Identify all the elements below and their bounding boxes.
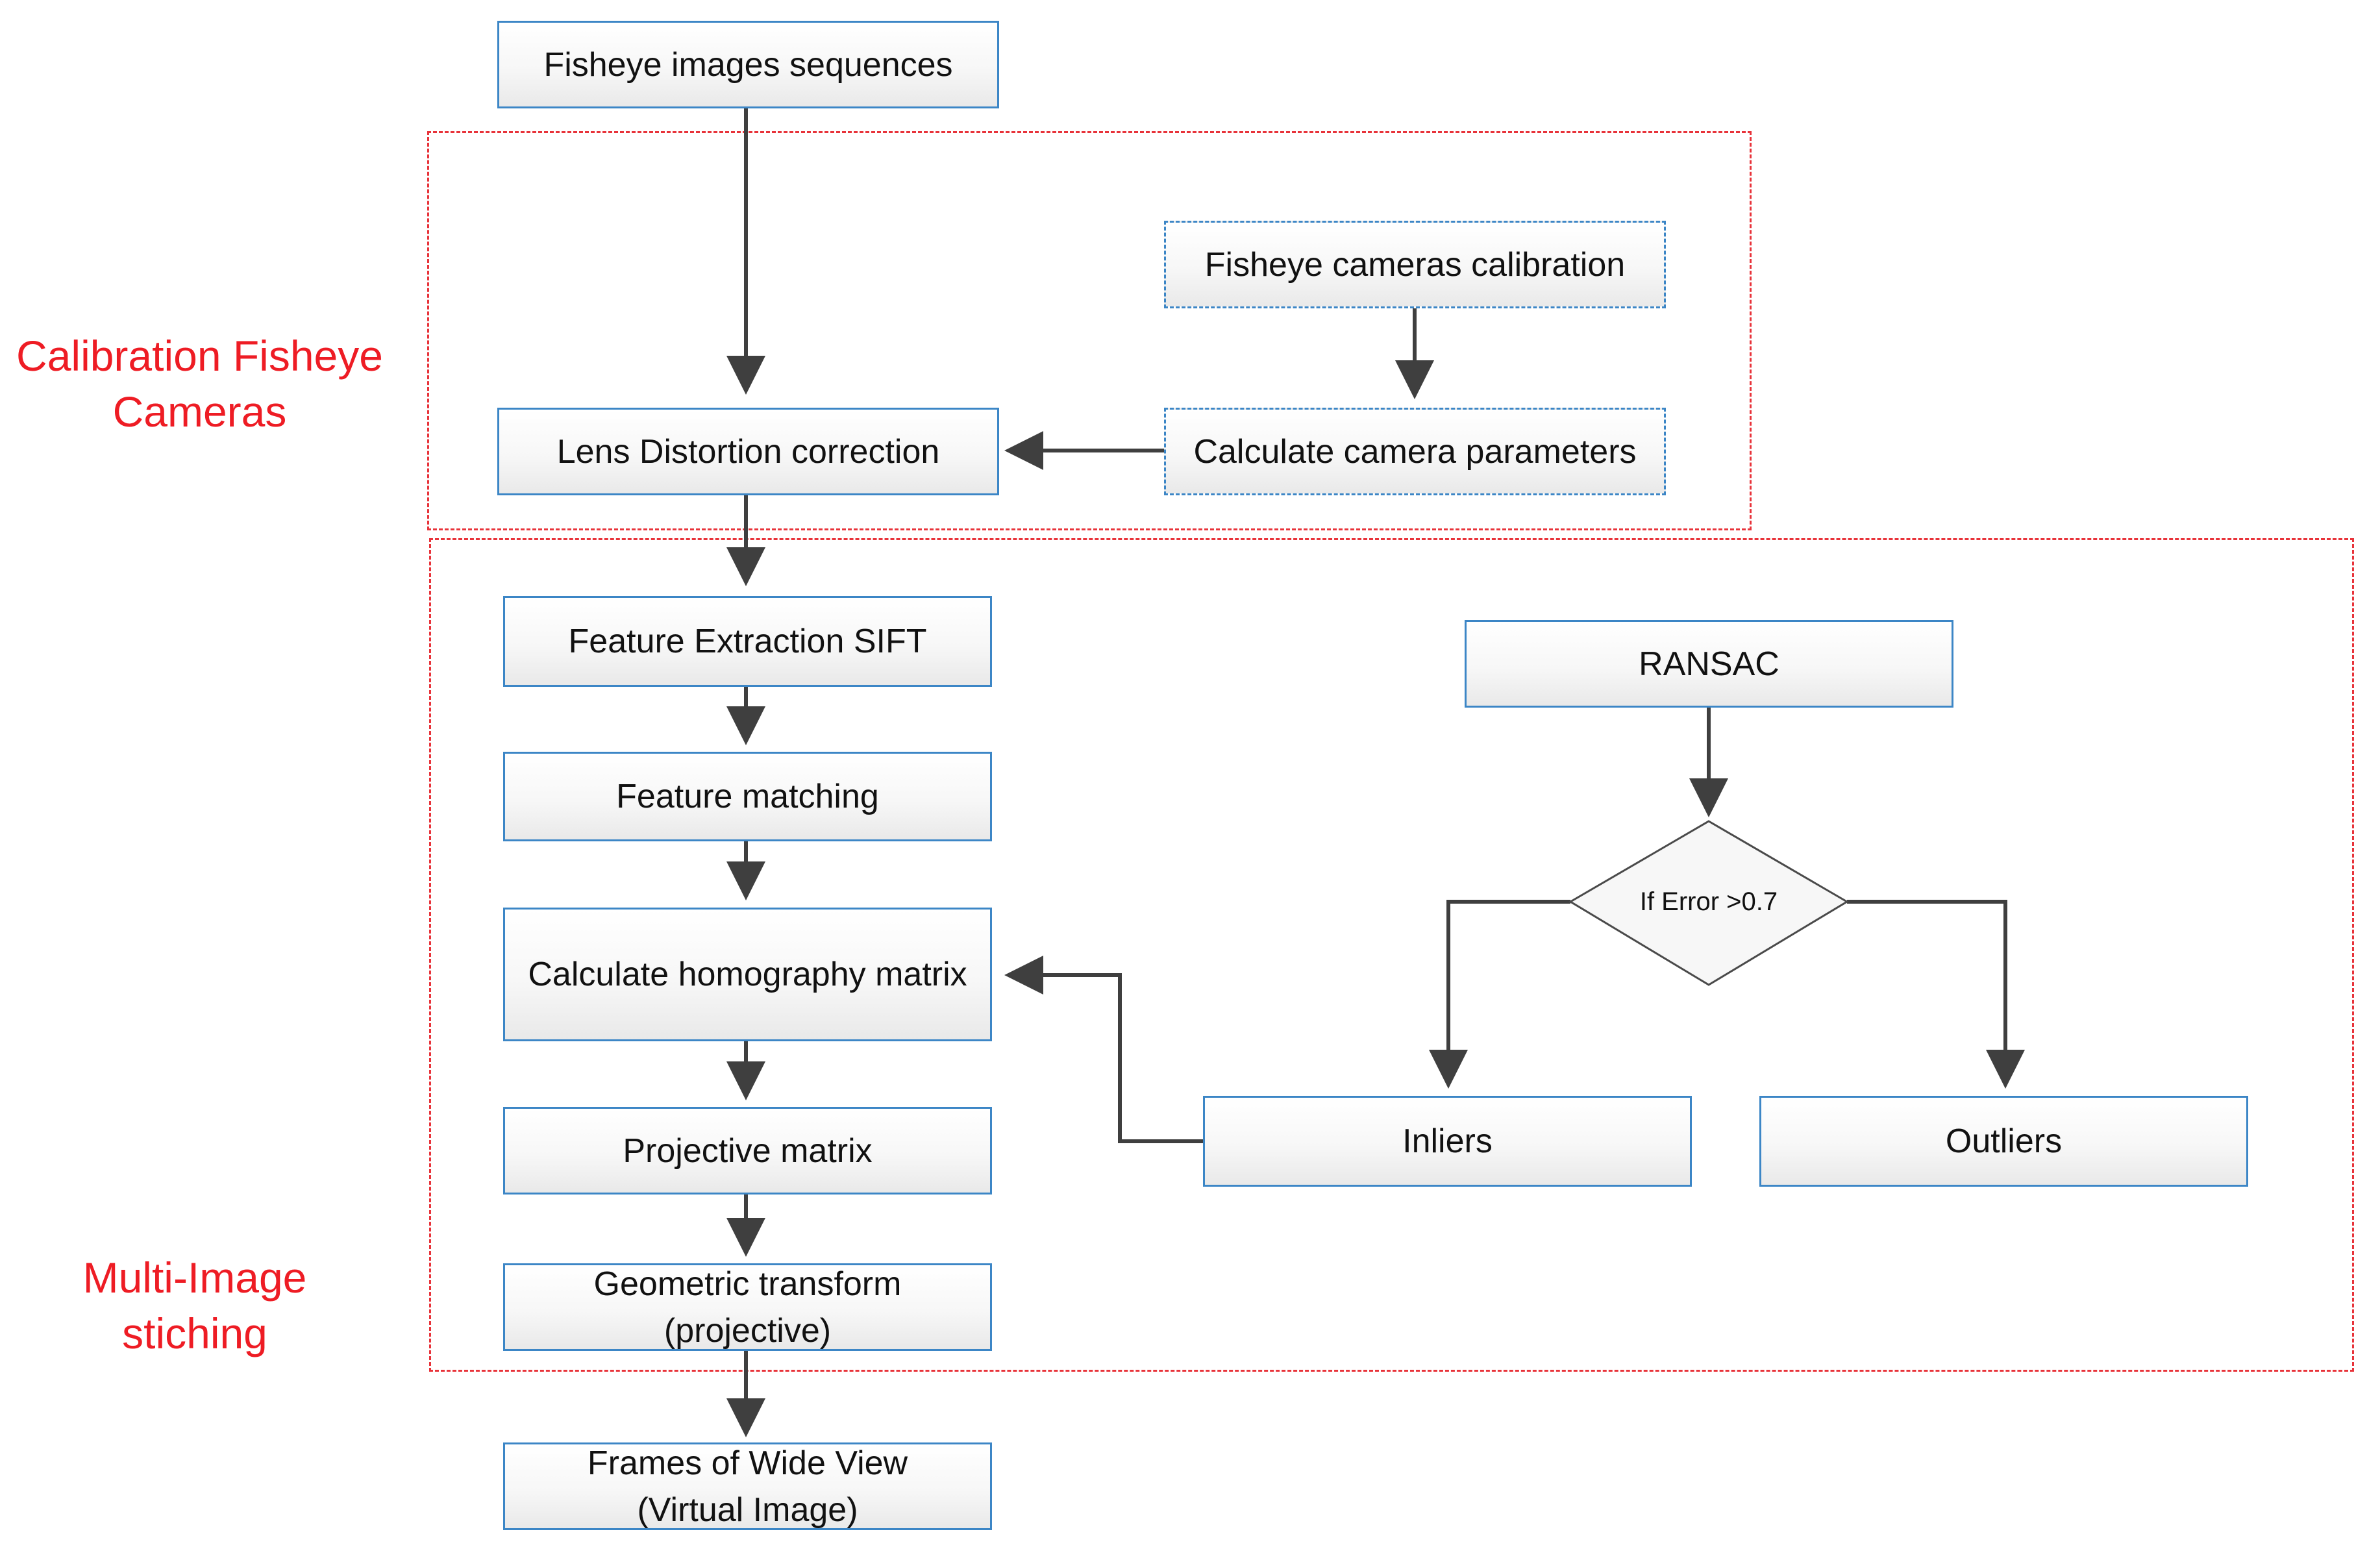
calibration-region [427, 131, 1752, 530]
feature-extraction-box: Feature Extraction SIFT [503, 596, 992, 687]
geometric-transform-box: Geometric transform (projective) [503, 1263, 992, 1351]
camera-parameters-box: Calculate camera parameters [1164, 408, 1666, 495]
ransac-box: RANSAC [1465, 620, 1953, 708]
arrow-decision-to-outliers [1847, 900, 2025, 1089]
error-decision-diamond [1568, 820, 1849, 986]
feature-matching-box: Feature matching [503, 752, 992, 841]
error-decision-label: If Error >0.7 [1639, 887, 1778, 916]
arrow-inliers-to-homography [1004, 956, 1203, 1143]
homography-box: Calculate homography matrix [503, 908, 992, 1041]
arrow-decision-to-inliers [1429, 900, 1570, 1089]
calibration-region-label: Calibration Fisheye Cameras [16, 332, 383, 436]
cameras-calibration-box: Fisheye cameras calibration [1164, 221, 1666, 308]
lens-correction-box: Lens Distortion correction [497, 408, 999, 495]
inliers-box: Inliers [1203, 1096, 1692, 1187]
stitching-region-label: Multi-Image stiching [82, 1254, 307, 1357]
outliers-box: Outliers [1759, 1096, 2248, 1187]
projective-matrix-box: Projective matrix [503, 1107, 992, 1194]
frames-output-box: Frames of Wide View (Virtual Image) [503, 1442, 992, 1530]
fisheye-sequences-box: Fisheye images sequences [497, 21, 999, 108]
stitching-region [429, 538, 2354, 1372]
